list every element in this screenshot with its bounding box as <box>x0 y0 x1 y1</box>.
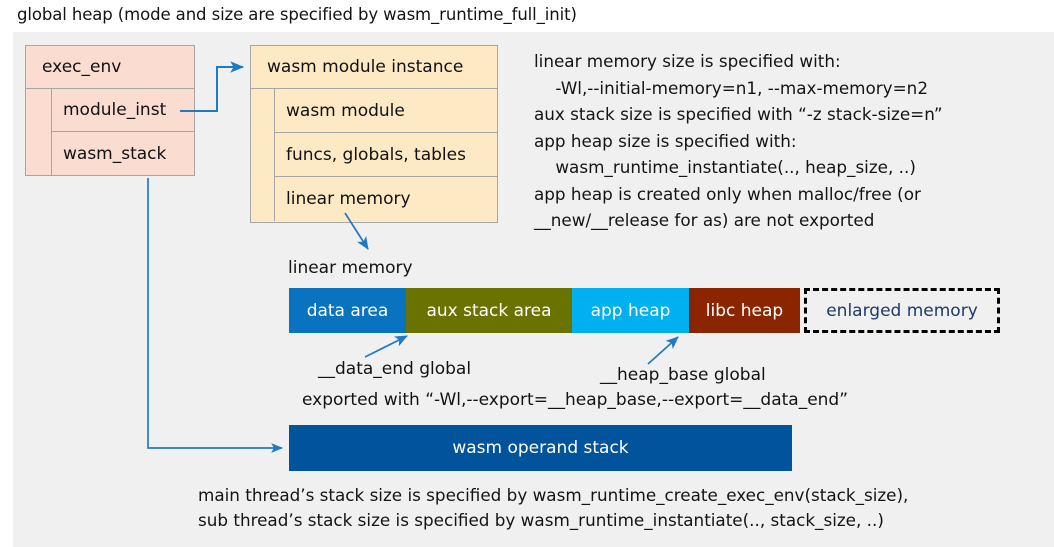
bottom-note-text: main thread’s stack size is specified by… <box>198 485 909 530</box>
exec-env-box: exec_env module_inst wasm_stack <box>25 45 195 176</box>
exec-env-row-module-inst: module_inst <box>52 89 194 132</box>
exec-env-indent <box>26 89 52 175</box>
wasm-operand-stack-bar: wasm operand stack <box>289 425 792 471</box>
exec-env-rows: module_inst wasm_stack <box>52 89 194 175</box>
linear-memory-caption: linear memory <box>288 258 413 278</box>
wasm-module-instance-row-funcs-globals-tables: funcs, globals, tables <box>275 133 497 177</box>
memory-segment-libc-heap: libc heap <box>689 288 800 333</box>
exec-env-header: exec_env <box>26 46 194 89</box>
memory-segment-data-area: data area <box>289 288 406 333</box>
right-note-text: linear memory size is specified with: -W… <box>534 51 943 230</box>
memory-segment-enlarged-memory: enlarged memory <box>804 288 1000 333</box>
memory-segment-app-heap: app heap <box>572 288 689 333</box>
annotation-exported-with: exported with “-Wl,--export=__heap_base,… <box>302 390 849 410</box>
exec-env-body: module_inst wasm_stack <box>26 89 194 175</box>
wasm-module-instance-row-linear-memory: linear memory <box>286 189 411 209</box>
wasm-module-instance-box: wasm module instance wasm module funcs, … <box>250 45 498 223</box>
wasm-module-instance-header: wasm module instance <box>251 46 497 89</box>
exec-env-row-wasm-stack: wasm_stack <box>63 143 167 164</box>
linear-memory-bar: data area aux stack area app heap libc h… <box>289 288 1000 333</box>
wasm-module-instance-body: wasm module funcs, globals, tables linea… <box>251 89 497 221</box>
memory-segment-aux-stack-area: aux stack area <box>406 288 572 333</box>
wasm-module-instance-rows: wasm module funcs, globals, tables linea… <box>275 89 497 221</box>
annotation-data-end-global: __data_end global <box>318 359 472 379</box>
wasm-module-instance-row-wasm-module: wasm module <box>275 89 497 133</box>
page-title: global heap (mode and size are specified… <box>17 5 577 24</box>
annotation-heap-base-global: __heap_base global <box>600 365 766 385</box>
wasm-module-instance-indent <box>251 89 275 221</box>
